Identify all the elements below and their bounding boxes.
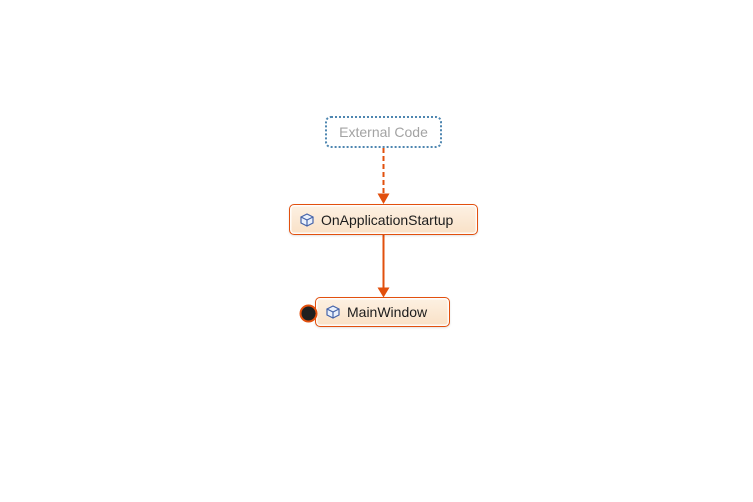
node-mainwindow[interactable]: MainWindow (299, 297, 450, 327)
collapsed-link-indicator-icon[interactable] (299, 304, 318, 323)
arrowhead-icon (377, 287, 390, 298)
arrowhead-icon (377, 193, 390, 204)
edge-external-to-onapplicationstartup[interactable] (377, 148, 390, 204)
node-external-code[interactable]: External Code (325, 116, 442, 148)
node-onapplicationstartup[interactable]: OnApplicationStartup (289, 204, 478, 235)
edge-onapplicationstartup-to-mainwindow[interactable] (377, 235, 390, 298)
method-cube-icon (326, 305, 340, 319)
external-code-label: External Code (339, 124, 428, 140)
onapplicationstartup-label: OnApplicationStartup (321, 211, 454, 228)
mainwindow-label: MainWindow (347, 304, 428, 320)
method-cube-icon (300, 212, 314, 227)
